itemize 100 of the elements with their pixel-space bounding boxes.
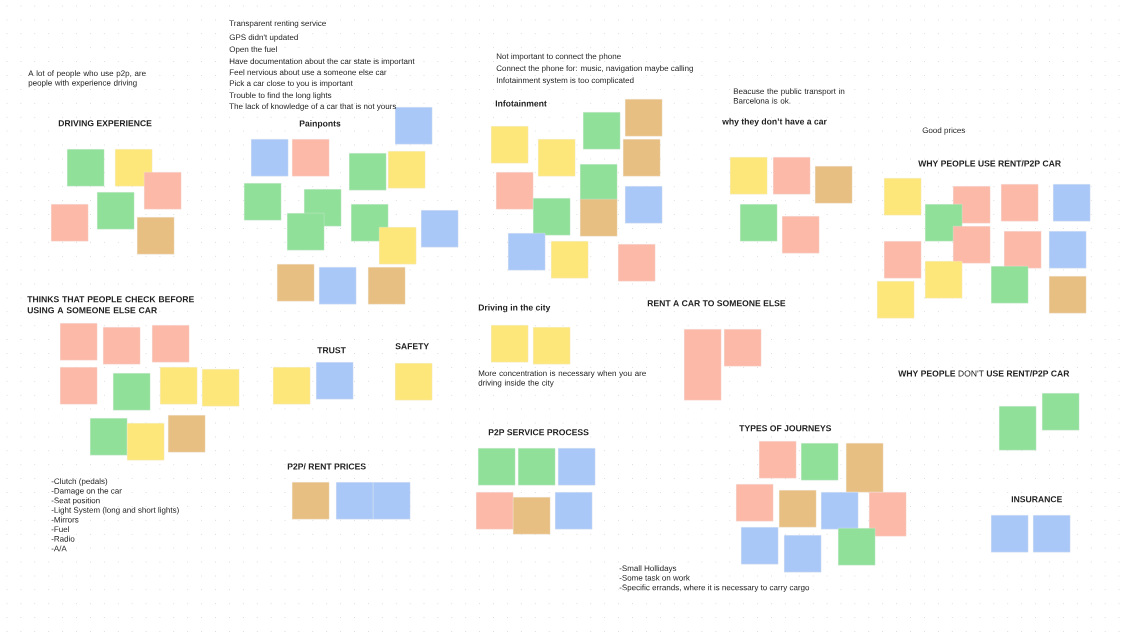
sticky-note bbox=[168, 415, 206, 453]
section-heading: P2P SERVICE PROCESS bbox=[488, 429, 589, 436]
sticky-note bbox=[1042, 393, 1080, 431]
section-heading: Infotainment bbox=[495, 100, 547, 107]
sticky-note bbox=[508, 233, 546, 271]
note-text: Good prices bbox=[922, 127, 966, 135]
section-heading: THINKS THAT PEOPLE CHECK BEFORE USING A SOMEONE ELSE CAR bbox=[27, 296, 194, 314]
note-text: -Radio bbox=[51, 535, 75, 542]
sticky-note bbox=[730, 157, 768, 195]
sticky-note bbox=[779, 490, 817, 528]
note-text: More concentration is necessary when you are driving inside the city bbox=[478, 370, 646, 388]
note-text: Feel nervious about use a someone else car bbox=[229, 69, 387, 76]
note-text: Connect the phone for: music, navigation maybe calling bbox=[496, 65, 693, 73]
sticky-note bbox=[491, 325, 529, 363]
note-text: -Mirrors bbox=[51, 516, 79, 523]
note-text: -A/A bbox=[51, 545, 67, 552]
sticky-note bbox=[319, 267, 357, 305]
sticky-note bbox=[784, 535, 822, 573]
sticky-note bbox=[538, 139, 576, 177]
sticky-note bbox=[251, 139, 289, 177]
section-heading: TYPES OF JOURNEYS bbox=[739, 425, 832, 432]
sticky-note bbox=[846, 443, 884, 493]
sticky-note bbox=[316, 362, 354, 400]
section-heading: WHY PEOPLE DON'T USE RENT/P2P CAR bbox=[898, 370, 1070, 377]
sticky-note bbox=[625, 99, 663, 137]
sticky-note bbox=[103, 327, 141, 365]
sticky-note bbox=[1001, 184, 1039, 222]
sticky-note bbox=[1049, 231, 1087, 269]
sticky-note bbox=[533, 198, 571, 236]
sticky-note bbox=[421, 210, 459, 248]
note-text: Transparent renting service bbox=[229, 20, 326, 28]
sticky-note bbox=[60, 367, 98, 405]
sticky-note bbox=[90, 418, 128, 456]
sticky-note bbox=[1004, 231, 1042, 269]
sticky-note bbox=[953, 226, 991, 264]
sticky-note bbox=[1049, 276, 1087, 314]
note-text: Have documentation about the car state is important bbox=[229, 58, 415, 66]
sticky-note bbox=[1053, 184, 1091, 222]
note-text: -Clutch (pedals) bbox=[51, 478, 108, 486]
sticky-note bbox=[244, 183, 282, 221]
sticky-note bbox=[292, 139, 330, 177]
section-heading: DRIVING EXPERIENCE bbox=[58, 120, 152, 127]
sticky-note bbox=[51, 204, 89, 242]
sticky-note bbox=[838, 528, 876, 566]
sticky-note bbox=[395, 107, 433, 145]
note-text: Not important to connect the phone bbox=[496, 53, 621, 61]
sticky-note bbox=[273, 367, 311, 405]
sticky-note bbox=[368, 267, 406, 305]
section-heading: TRUST bbox=[317, 347, 346, 354]
sticky-note bbox=[379, 227, 417, 265]
section-heading: Driving in the city bbox=[478, 304, 551, 313]
sticky-note bbox=[160, 367, 198, 405]
sticky-note bbox=[336, 482, 374, 520]
note-text: Beacuse the public transport in Barcelona is ok. bbox=[733, 88, 845, 104]
sticky-note bbox=[999, 406, 1037, 451]
sticky-note bbox=[736, 484, 774, 522]
sticky-note bbox=[137, 217, 175, 255]
note-text: Pick a car close to you is important bbox=[229, 80, 353, 88]
sticky-note bbox=[478, 448, 516, 486]
note-text: -Damage on the car bbox=[51, 487, 122, 496]
sticky-note bbox=[152, 325, 190, 363]
section-heading: SAFETY bbox=[395, 343, 429, 350]
sticky-note bbox=[513, 497, 551, 535]
sticky-note bbox=[869, 492, 907, 537]
sticky-note bbox=[97, 192, 135, 230]
sticky-note bbox=[533, 327, 571, 365]
sticky-note bbox=[476, 492, 514, 530]
sticky-note bbox=[1033, 515, 1071, 553]
sticky-note bbox=[740, 204, 778, 242]
sticky-note bbox=[821, 492, 859, 530]
sticky-note bbox=[388, 151, 426, 189]
note-text: Infotainment system is too complicated bbox=[496, 77, 634, 85]
sticky-note bbox=[884, 241, 922, 279]
note-text: Trouble to find the long lights bbox=[229, 92, 332, 100]
sticky-note bbox=[202, 369, 240, 407]
sticky-note bbox=[558, 448, 596, 486]
note-text: A lot of people who use p2p, are people with experience driving bbox=[28, 70, 146, 88]
note-text: Open the fuel bbox=[229, 46, 277, 54]
sticky-note bbox=[884, 178, 922, 216]
sticky-note bbox=[724, 329, 762, 367]
note-text: -Small Hollidays bbox=[619, 565, 677, 573]
sticky-note bbox=[991, 266, 1029, 304]
sticky-note bbox=[555, 492, 593, 530]
note-text: -Fuel bbox=[51, 526, 69, 533]
sticky-note bbox=[277, 264, 315, 302]
section-heading: RENT A CAR TO SOMEONE ELSE bbox=[647, 300, 786, 307]
sticky-note bbox=[625, 186, 663, 224]
sticky-note bbox=[496, 172, 534, 210]
sticky-note bbox=[580, 199, 618, 237]
sticky-note bbox=[782, 216, 820, 254]
sticky-note bbox=[287, 213, 325, 251]
sticky-note bbox=[877, 281, 915, 319]
sticky-note bbox=[551, 241, 589, 279]
sticky-note bbox=[583, 112, 621, 150]
sticky-note bbox=[67, 149, 105, 187]
section-heading: P2P/ RENT PRICES bbox=[287, 463, 366, 470]
sticky-note bbox=[115, 149, 153, 187]
section-heading: why they don’t have a car bbox=[722, 118, 827, 127]
section-heading: WHY PEOPLE USE RENT/P2P CAR bbox=[918, 160, 1061, 167]
note-text: GPS didn't updated bbox=[229, 34, 298, 42]
